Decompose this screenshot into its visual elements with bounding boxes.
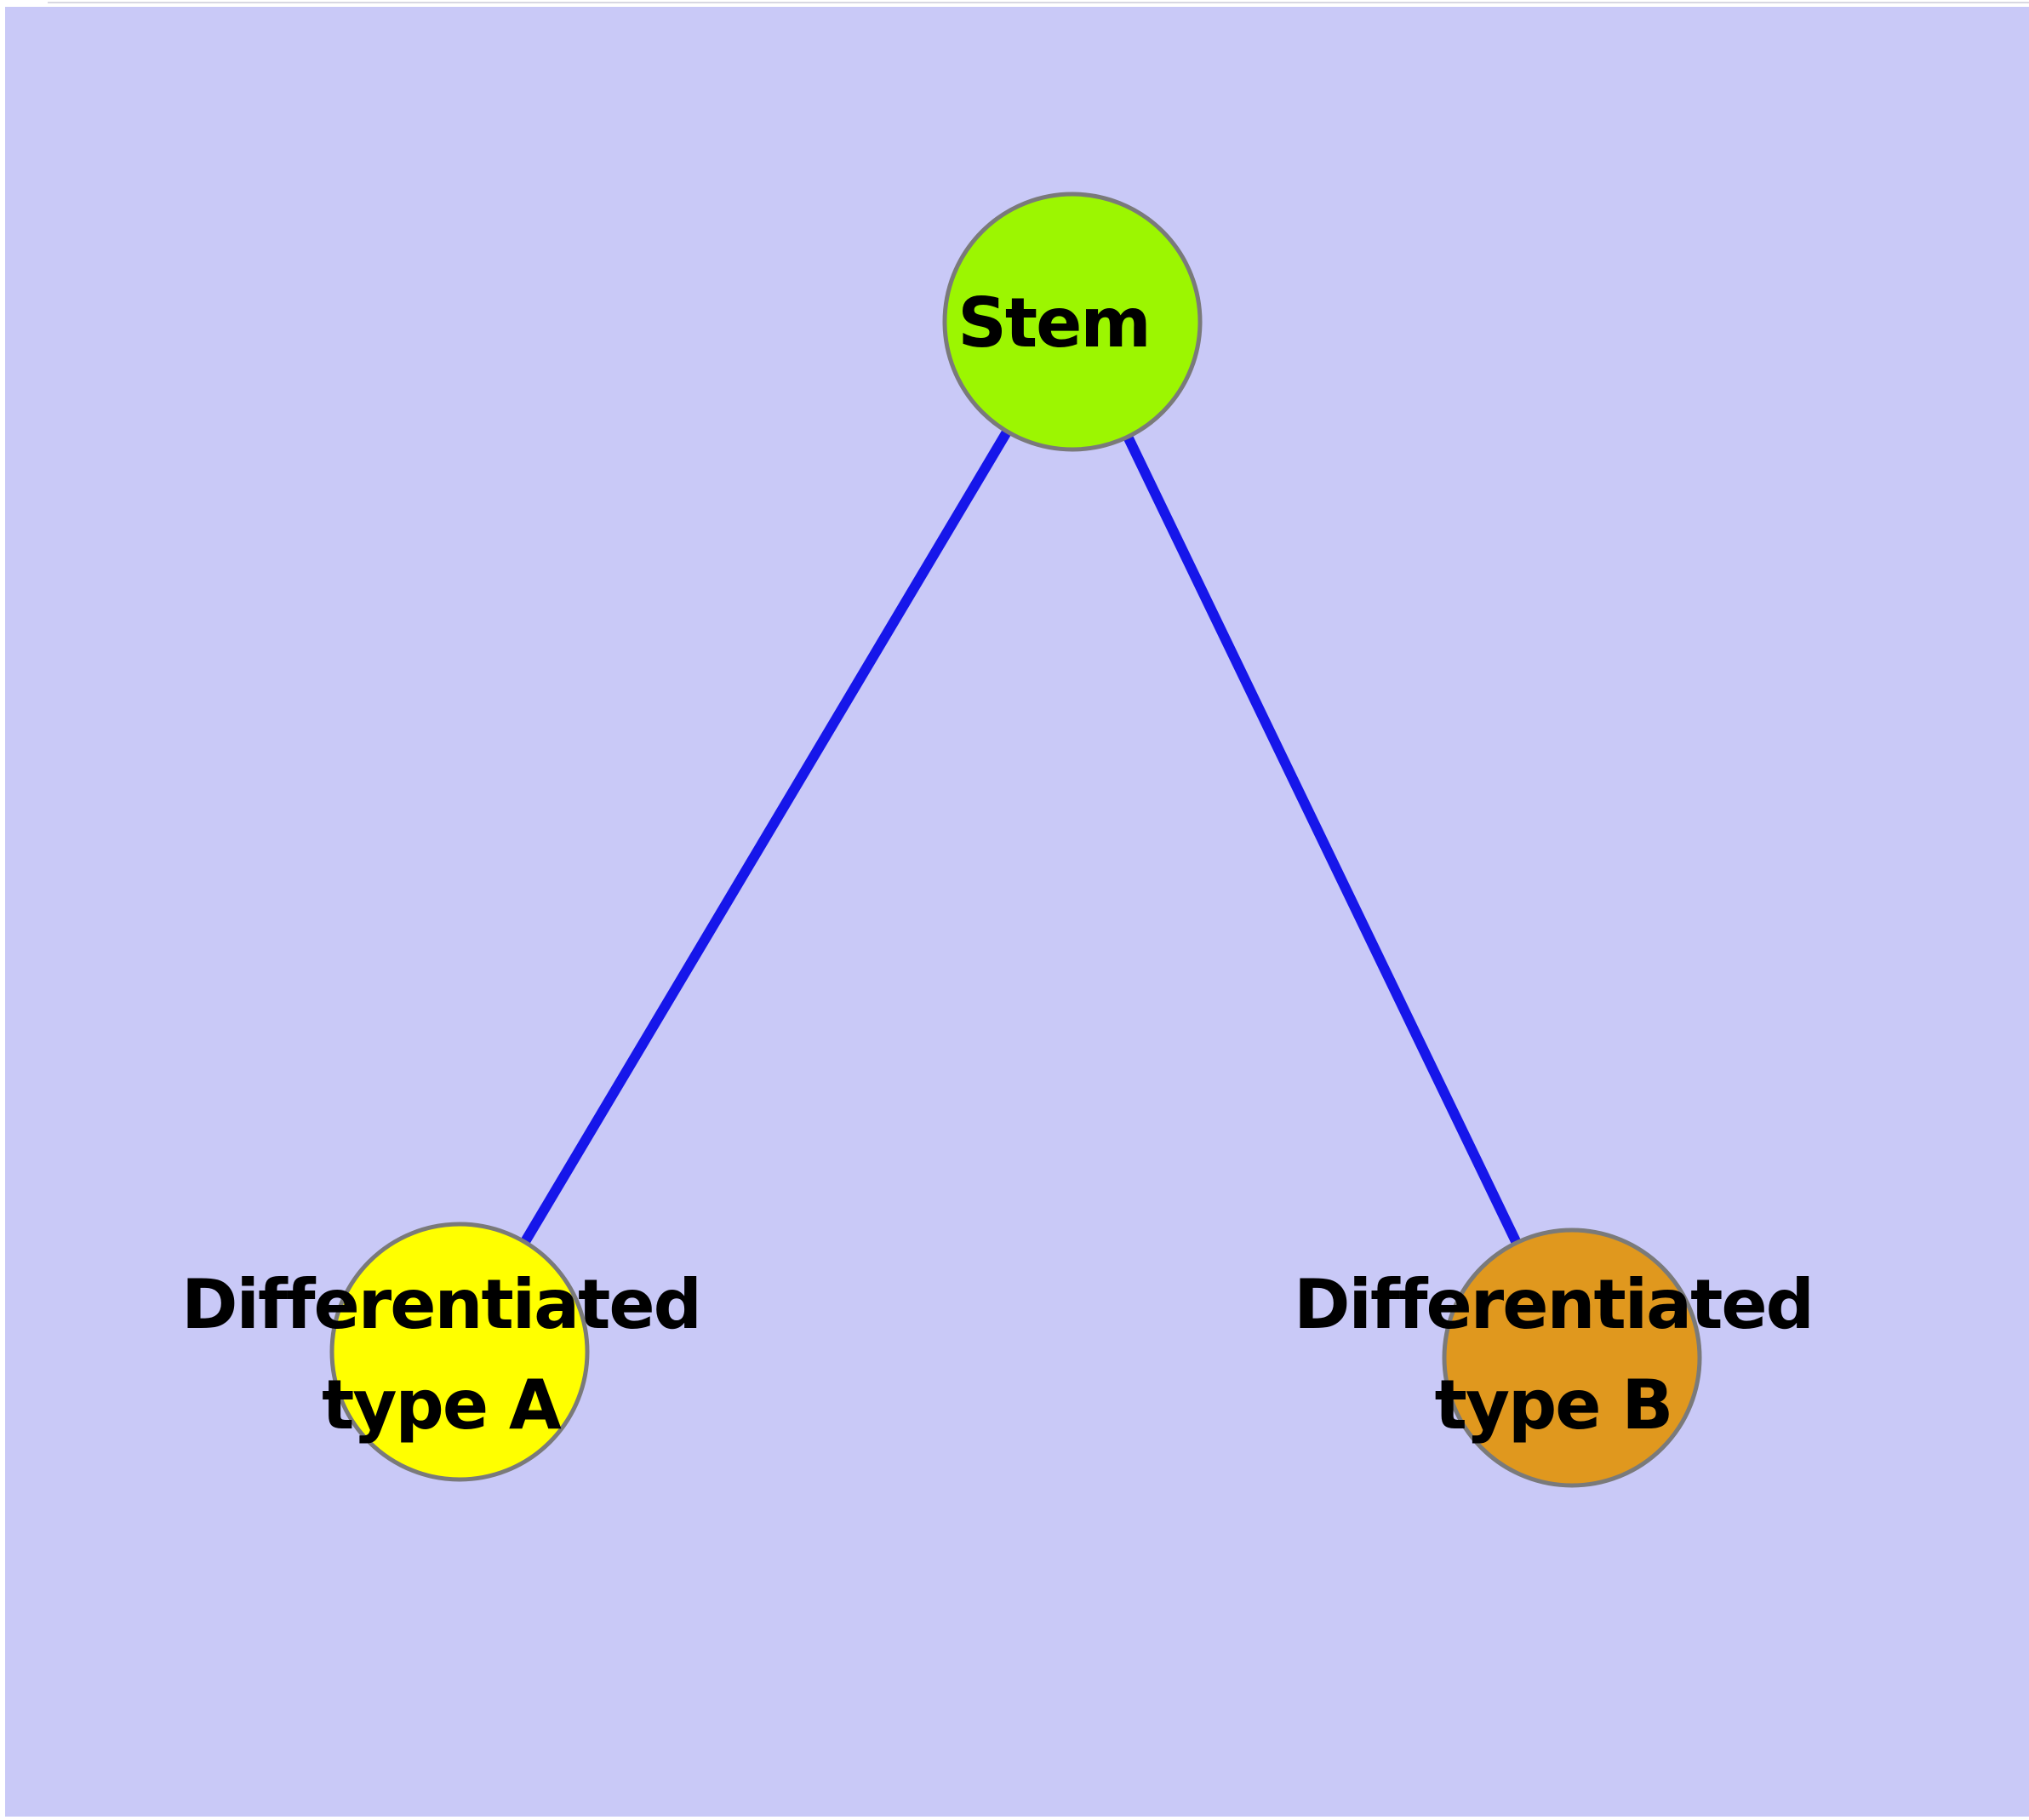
node-type-a-circle xyxy=(329,1222,590,1482)
node-stem-circle xyxy=(942,192,1203,452)
edge-stem-to-type-a xyxy=(454,317,1077,1357)
node-type-b-circle xyxy=(1442,1228,1702,1488)
top-hairline xyxy=(48,2,2029,3)
edge-stem-to-type-b xyxy=(1067,317,1577,1363)
